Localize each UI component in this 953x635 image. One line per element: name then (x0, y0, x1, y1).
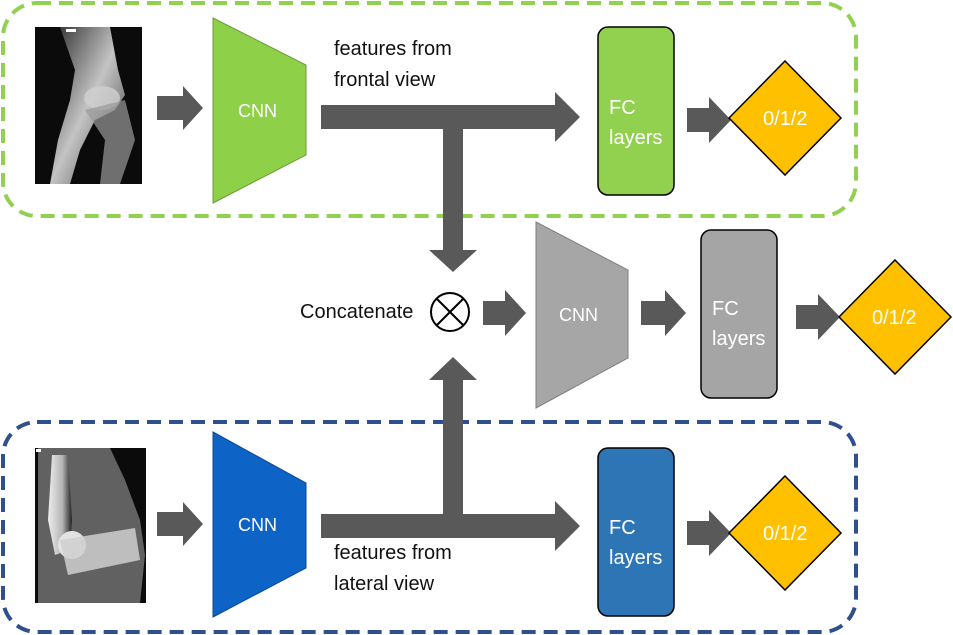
fusion-fc-box (700, 229, 778, 399)
arrow-lateral-input (157, 502, 203, 546)
arrow-frontal-to-concat (429, 117, 477, 272)
fusion-output-diamond (837, 258, 953, 376)
arrow-lateral-to-concat (429, 357, 477, 526)
circle-times-icon (430, 292, 470, 332)
lateral-fc-label: FC layers (609, 517, 663, 569)
frontal-xray-image (35, 27, 142, 184)
arrow-frontal-input (157, 86, 203, 130)
concatenate-label: Concatenate (300, 301, 414, 323)
arrow-lateral-fc-to-output (687, 510, 731, 556)
arrow-frontal-fc-to-output (687, 97, 731, 143)
fusion-output-label: 0/1/2 (872, 307, 917, 329)
frontal-fc-box (597, 26, 675, 196)
lateral-output-diamond (727, 474, 843, 592)
lateral-branch-box (1, 420, 858, 634)
frontal-cnn-shape (212, 17, 307, 204)
fusion-cnn-shape (535, 221, 629, 409)
frontal-branch-box (1, 1, 858, 218)
fusion-fc-label: FC layers (712, 298, 766, 350)
lateral-output-label: 0/1/2 (763, 523, 808, 545)
arrow-fusion-fc-to-output (796, 294, 840, 340)
frontal-fc-label: FC layers (609, 97, 663, 149)
frontal-output-diamond (727, 59, 843, 177)
lateral-fc-box (597, 447, 675, 617)
lateral-cnn-label: CNN (238, 515, 277, 535)
lateral-cnn-shape (212, 431, 307, 618)
arrow-concat-to-cnn (483, 290, 526, 336)
frontal-features-label: features from frontal view (334, 38, 452, 91)
arrow-cnn-to-fc (641, 290, 686, 336)
frontal-output-label: 0/1/2 (763, 108, 808, 130)
lateral-xray-image (35, 448, 146, 603)
frontal-cnn-label: CNN (238, 101, 277, 121)
fusion-cnn-label: CNN (559, 305, 598, 325)
lateral-features-label: features from lateral view (334, 542, 452, 595)
